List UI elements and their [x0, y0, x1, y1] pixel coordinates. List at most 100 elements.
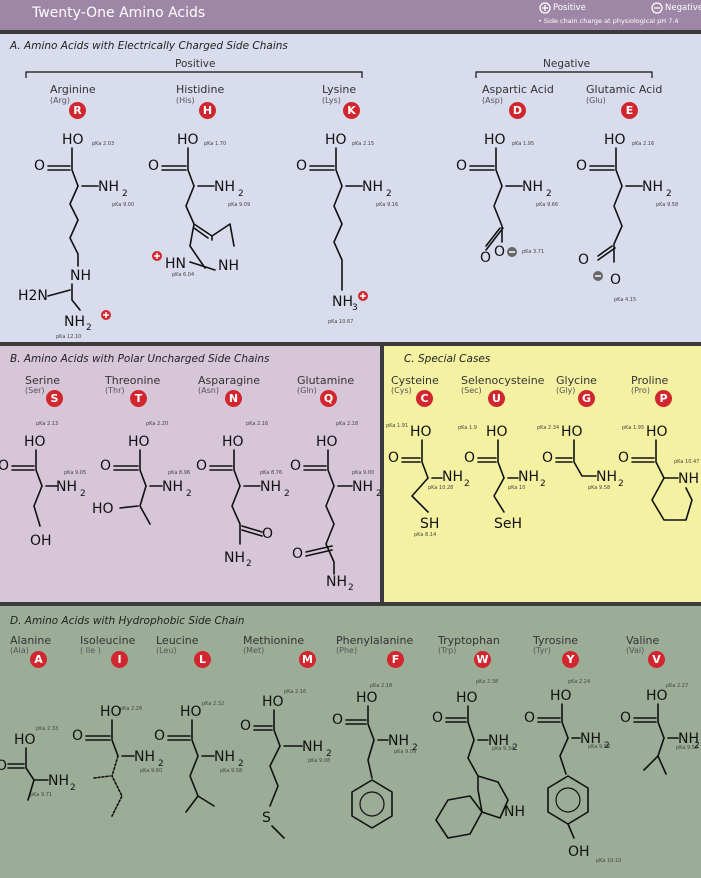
aa-code-badge: H: [199, 102, 216, 119]
positive-charge-icon: [358, 291, 368, 301]
aa-name: Lysine: [322, 83, 357, 96]
svg-text:NH: NH: [218, 258, 239, 274]
svg-text:HO: HO: [177, 132, 199, 148]
aa-name: Selenocysteine: [461, 374, 545, 387]
aa-name: Threonine: [105, 374, 161, 387]
pka-label: pKa 6.04: [172, 272, 195, 278]
svg-text:NH: NH: [388, 733, 409, 749]
svg-text:NH: NH: [224, 550, 245, 566]
page-title: Twenty-One Amino Acids: [32, 5, 206, 21]
section-d-title: D. Amino Acids with Hydrophobic Side Cha…: [10, 615, 245, 627]
section-b-title: B. Amino Acids with Polar Uncharged Side…: [10, 353, 270, 365]
aa-name: Proline: [631, 374, 669, 387]
section-c-panel: [384, 346, 701, 602]
aa-code-badge: K: [343, 102, 360, 119]
svg-text:O: O: [464, 450, 475, 466]
svg-text:HO: HO: [486, 424, 508, 440]
svg-text:2: 2: [604, 741, 610, 751]
svg-text:NH: NH: [678, 471, 699, 487]
svg-text:2: 2: [386, 189, 392, 199]
aa-abbr: (Sec): [461, 386, 482, 395]
pka-label: pKa 9.05: [64, 470, 87, 476]
aa-code-badge: D: [509, 102, 526, 119]
svg-text:NH: NH: [642, 179, 663, 195]
aa-code-badge: Q: [320, 390, 337, 407]
aa-abbr: (Ser): [25, 386, 45, 395]
pka-label: pKa 9.04: [588, 744, 611, 750]
svg-text:NH: NH: [332, 294, 353, 310]
svg-text:S: S: [262, 810, 271, 826]
svg-text:SeH: SeH: [494, 516, 522, 532]
pka-label: pKa 10.28: [428, 485, 454, 491]
pka-label: pKa 1.95: [622, 425, 645, 431]
aa-name: Cysteine: [391, 374, 439, 387]
svg-text:O: O: [196, 458, 207, 474]
aa-name: Glycine: [556, 374, 597, 387]
svg-text:HO: HO: [410, 424, 432, 440]
svg-text:NH: NH: [504, 804, 525, 820]
aa-abbr: (Lys): [322, 96, 341, 105]
svg-text:NH: NH: [678, 731, 699, 747]
svg-text:HO: HO: [222, 434, 244, 450]
svg-text:NH: NH: [162, 479, 183, 495]
aa-abbr: (Gly): [556, 386, 576, 395]
aa-abbr: (Leu): [156, 646, 177, 655]
pka-label: pKa 9.08: [308, 758, 331, 764]
pka-label: pKa 9.09: [394, 749, 417, 755]
aa-code-badge: Y: [562, 651, 579, 668]
svg-text:HO: HO: [561, 424, 583, 440]
negative-charge-icon: [593, 271, 603, 281]
positive-group-label: Positive: [175, 58, 216, 70]
positive-bracket: [25, 71, 363, 78]
pka-label: pKa 2.18: [370, 683, 393, 689]
svg-text:O: O: [610, 272, 621, 288]
svg-text:2: 2: [284, 489, 290, 499]
svg-text:2: 2: [80, 489, 86, 499]
svg-text:O: O: [388, 450, 399, 466]
aa-abbr: (Val): [626, 646, 645, 655]
svg-text:O: O: [542, 450, 553, 466]
aa-code-badge: V: [648, 651, 665, 668]
legend-negative: Negative: [665, 3, 701, 13]
aa-name: Glutamic Acid: [586, 83, 663, 96]
svg-text:O: O: [494, 244, 505, 260]
svg-text:O: O: [148, 158, 159, 174]
svg-text:HO: HO: [180, 704, 202, 720]
svg-text:O: O: [578, 252, 589, 268]
svg-text:HO: HO: [325, 132, 347, 148]
svg-text:NH: NH: [134, 749, 155, 765]
svg-text:O: O: [620, 710, 631, 726]
svg-text:2: 2: [546, 189, 552, 199]
pka-label: pKa 2.16: [284, 689, 307, 695]
svg-text:NH: NH: [352, 479, 373, 495]
pka-label: pKa 2.33: [36, 726, 59, 732]
svg-text:O: O: [34, 158, 45, 174]
svg-text:HO: HO: [14, 732, 36, 748]
aa-code-badge: U: [488, 390, 505, 407]
aa-abbr: (Pro): [631, 386, 650, 395]
negative-group-label: Negative: [543, 58, 591, 70]
aa-abbr: ( Ile ): [80, 646, 101, 655]
svg-text:HO: HO: [24, 434, 46, 450]
pka-label: pKa 9.00: [112, 202, 135, 208]
svg-text:O: O: [262, 526, 273, 542]
svg-text:O: O: [432, 710, 443, 726]
pka-label: pKa 2.13: [36, 421, 59, 427]
svg-text:OH: OH: [568, 844, 590, 860]
aa-code-badge: F: [387, 651, 404, 668]
pka-label: pKa 9.58: [588, 485, 611, 491]
pka-label: pKa 9.60: [140, 768, 163, 774]
svg-text:HO: HO: [128, 434, 150, 450]
svg-text:HO: HO: [646, 424, 668, 440]
svg-text:2: 2: [86, 323, 92, 333]
svg-text:NH: NH: [64, 314, 85, 330]
aa-name: Isoleucine: [80, 634, 136, 647]
